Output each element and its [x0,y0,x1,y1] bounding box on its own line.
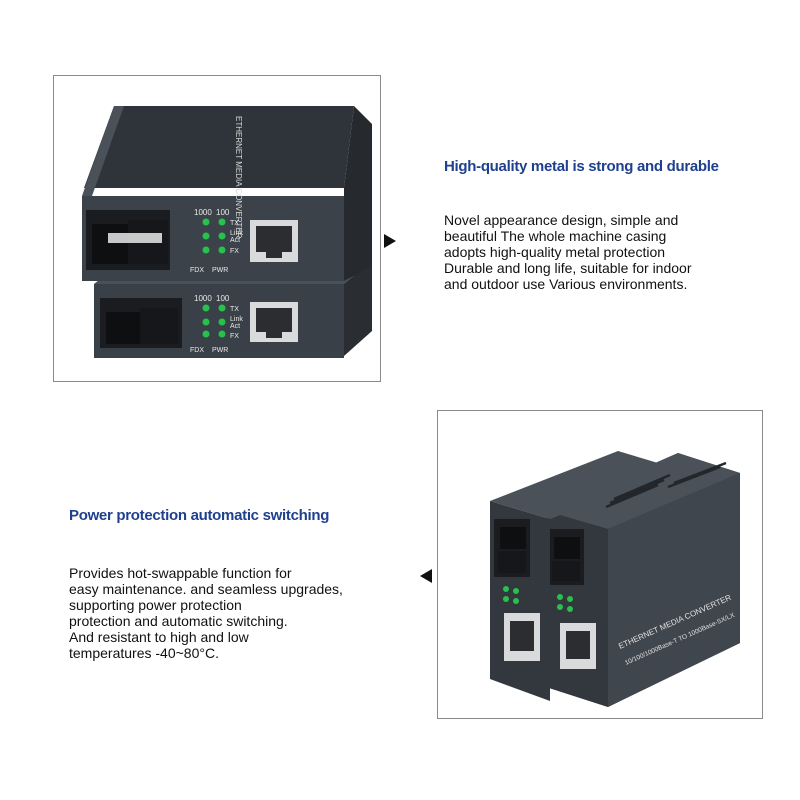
right-converter-unit: ETHERNET MEDIA CONVERTER 10/100/1000Base… [546,453,740,707]
section1-line: Novel appearance design, simple and [444,212,679,228]
stacked-converters-illustration: 1000 100 TX Link Act FX FDX PWR ETHERNET… [82,106,372,358]
product-image-stacked-converters: 1000 100 TX Link Act FX FDX PWR ETHERNET… [53,75,381,382]
lower-speed-100: 100 [216,294,230,303]
lower-converter-unit: 1000 100 TX Link Act FX FDX PWR [94,186,372,358]
side-converters-illustration: ETHERNET MEDIA CONVERTER 10/100/1000Base… [490,451,740,707]
section2-line: protection and automatic switching. [69,613,288,629]
left-converter-unit [490,451,678,701]
upper-speed-1000: 1000 [194,208,212,217]
section2-line: supporting power protection [69,597,242,613]
section1-line: adopts high-quality metal protection [444,244,666,260]
upper-speed-100: 100 [216,208,230,217]
section1-heading: High-quality metal is strong and durable [444,158,719,175]
section1-description: Novel appearance design, simple and beau… [444,212,692,292]
upper-brand-text: ETHERNET MEDIA CONVERTER [234,116,243,239]
upper-pwr-label: PWR [212,267,228,274]
lower-fdx-label: FDX [190,347,204,354]
section1-line: Durable and long life, suitable for indo… [444,260,692,276]
pointer-left-icon [420,569,432,583]
lower-link-label: Link [230,316,243,323]
lower-speed-1000: 1000 [194,294,212,303]
lower-act-label: Act [230,323,240,330]
upper-converter-unit: ETHERNET MEDIA CONVERTER 1000 100 TX Lin… [82,106,372,281]
section2-line: temperatures -40~80°C. [69,645,219,661]
upper-fdx-label: FDX [190,267,204,274]
section2-line: easy maintenance. and seamless upgrades, [69,581,343,597]
upper-act-label: Act [230,237,240,244]
section2-heading: Power protection automatic switching [69,507,330,524]
section1-line: and outdoor use Various environments. [444,276,688,292]
product-image-side-by-side-converters: ETHERNET MEDIA CONVERTER 10/100/1000Base… [437,410,763,719]
lower-pwr-label: PWR [212,347,228,354]
lower-fx-label: FX [230,333,239,340]
upper-fx-label: FX [230,248,239,255]
upper-link-label: Link [230,230,243,237]
section2-line: Provides hot-swappable function for [69,565,292,581]
upper-tx-label: TX [230,220,239,227]
section2-description: Provides hot-swappable function for easy… [69,565,343,661]
lower-tx-label: TX [230,306,239,313]
pointer-right-icon [384,234,396,248]
section2-line: And resistant to high and low [69,629,249,645]
section1-line: beautiful The whole machine casing [444,228,667,244]
